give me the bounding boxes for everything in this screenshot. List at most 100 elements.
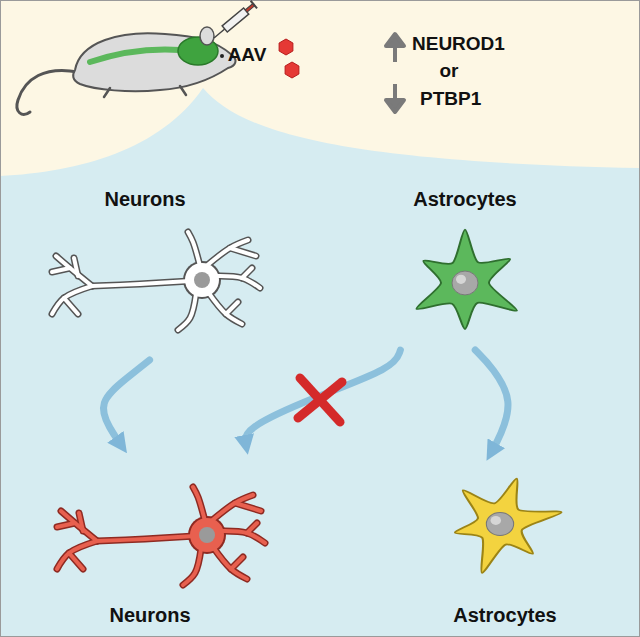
nucleus: [452, 271, 478, 295]
cell-label: Neurons: [30, 188, 260, 211]
gene-label: PTBP1: [420, 88, 481, 110]
mouse-illustration: [17, 27, 236, 114]
neurite: [74, 258, 78, 276]
neurite: [204, 240, 248, 268]
neurite: [213, 547, 247, 579]
neurite-outline: [242, 268, 252, 278]
mouse-tail: [17, 70, 78, 114]
soma: [190, 518, 224, 552]
neurite-outline: [193, 487, 205, 521]
neurite-outline: [216, 276, 260, 288]
neurite: [216, 276, 260, 288]
neurite-outline: [178, 294, 196, 330]
neurite: [188, 232, 200, 266]
nucleus: [486, 513, 513, 536]
syringe-barrel: [222, 8, 249, 32]
nucleus-highlight: [456, 275, 466, 284]
astrocyte-body: [455, 479, 561, 573]
neurite-outline: [92, 281, 190, 286]
mouse-leg: [104, 86, 186, 97]
neurite: [57, 541, 97, 569]
neurite: [208, 292, 242, 324]
neurite-outline: [208, 292, 242, 324]
astrocyte-shape: [416, 230, 517, 329]
astrocyte-shape: [455, 479, 561, 573]
neurite: [97, 536, 195, 541]
neurite-outline: [230, 248, 256, 256]
transition-arrow: [103, 360, 149, 445]
transition-arrow: [475, 350, 508, 452]
neurite: [52, 268, 70, 272]
soma: [185, 263, 219, 297]
syringe: [211, 1, 257, 42]
neurite-outline: [57, 523, 75, 527]
neurite: [193, 487, 205, 521]
neurite-outline: [69, 553, 83, 569]
astrocyte-illustration: [380, 188, 550, 348]
neurite-outline: [64, 298, 78, 314]
neurite-outline: [247, 523, 257, 533]
cell-group: Astrocytes: [420, 462, 590, 627]
syringe-thumb: [251, 1, 257, 9]
astrocyte-illustration: [420, 462, 590, 627]
neurite: [57, 523, 75, 527]
neuron-illustration: [30, 455, 270, 627]
neuron-shape: [57, 487, 265, 585]
neurite: [221, 531, 265, 543]
nucleus: [199, 527, 215, 543]
gene-label: NEUROD1: [412, 33, 505, 55]
neurite-outline: [97, 536, 195, 541]
transition-arrow: [245, 350, 400, 445]
neurite-outline: [52, 286, 92, 314]
blue-ground: [0, 88, 640, 637]
neurite-outline: [213, 547, 247, 579]
mouse-ear: [200, 27, 214, 45]
neurite: [183, 549, 201, 585]
cell-group: Neurons: [30, 455, 270, 627]
vector-label: AAV: [228, 44, 267, 66]
neurite: [178, 294, 196, 330]
soma-outline: [188, 516, 226, 554]
astrocyte-body: [416, 230, 517, 329]
neurite: [235, 503, 261, 511]
neurite: [79, 513, 83, 531]
blocked-cross: [298, 378, 342, 422]
neurite-outline: [183, 549, 201, 585]
neurite: [242, 268, 252, 278]
neurite: [52, 286, 92, 314]
neurite: [247, 523, 257, 533]
neurite-outline: [57, 541, 97, 569]
cross-stroke: [298, 382, 342, 418]
neurite-outline: [188, 232, 200, 266]
neurite-outline: [52, 268, 70, 272]
gene-label: or: [440, 60, 459, 82]
nucleus-highlight: [491, 516, 502, 525]
neurite: [92, 281, 190, 286]
cell-label: Astrocytes: [380, 188, 550, 211]
cell-group: Neurons: [30, 188, 260, 358]
down-arrow: [386, 84, 404, 112]
neurite-outline: [226, 302, 238, 314]
neurite: [230, 248, 256, 256]
neurite-outline: [231, 557, 243, 569]
soma-outline: [183, 261, 221, 299]
syringe-needle: [214, 29, 225, 38]
mouse-eye: [220, 54, 224, 58]
up-arrow: [386, 34, 404, 62]
aav-particle: [285, 62, 299, 78]
neurite: [209, 495, 253, 523]
aav-particle: [279, 39, 293, 55]
neurite: [64, 298, 78, 314]
cell-group: Astrocytes: [380, 188, 550, 348]
neuron-illustration: [30, 188, 260, 358]
neurite: [69, 553, 83, 569]
neuron-shape: [52, 232, 260, 330]
cell-label: Astrocytes: [420, 604, 590, 627]
neurite: [231, 557, 243, 569]
mouse-spinal-cord: [90, 50, 180, 63]
neurite-outline: [221, 531, 265, 543]
